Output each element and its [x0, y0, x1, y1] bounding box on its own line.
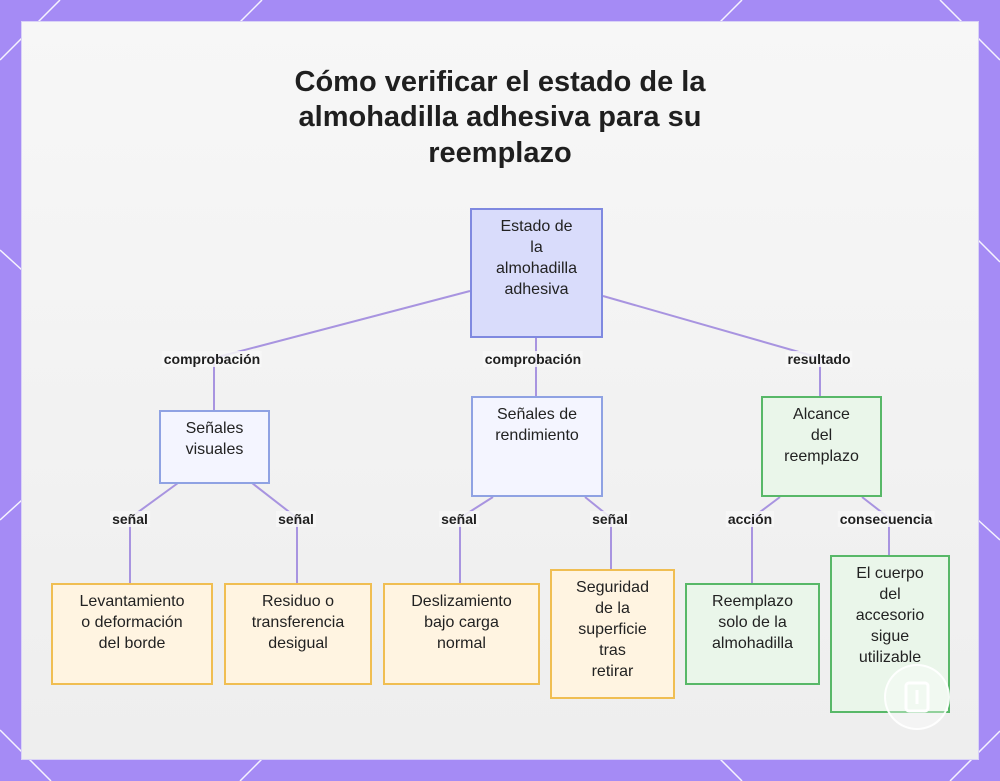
node-line: Estado de: [500, 218, 573, 235]
node-line: adhesiva: [504, 281, 569, 298]
node-line: almohadilla: [712, 635, 793, 652]
node-line: Deslizamiento: [411, 593, 512, 610]
node-deslizamiento[interactable]: Deslizamiento bajo carga normal: [383, 583, 540, 685]
edge-visual-residuo: [251, 482, 298, 583]
node-line: visuales: [185, 441, 244, 458]
node-reemplazo-solo[interactable]: Reemplazo solo de la almohadilla: [685, 583, 820, 685]
edge-label-root-rendimiento: comprobación: [482, 351, 584, 367]
node-line: bajo carga: [424, 614, 499, 631]
node-line: Señales de: [496, 406, 578, 423]
edge-visual-levantamiento: [129, 482, 179, 583]
node-line: utilizable: [858, 649, 922, 666]
edge-alcance-reemplazo: [751, 496, 781, 583]
node-line: del: [810, 427, 833, 444]
node-line: retirar: [591, 663, 634, 680]
node-senales-visuales[interactable]: Señales visuales: [159, 410, 270, 484]
node-line: Residuo o: [261, 593, 335, 610]
node-line: Reemplazo: [712, 593, 793, 610]
watermark-logo-icon: [884, 664, 950, 730]
node-line: solo de la: [718, 614, 787, 631]
node-residuo[interactable]: Residuo o transferencia desigual: [224, 583, 372, 685]
edge-label-root-alcance: resultado: [785, 351, 853, 367]
edge-label-visual-levantamiento: señal: [110, 511, 150, 527]
diagram-title-line-1: Cómo verificar el estado de la: [294, 66, 706, 98]
node-line: Señales: [185, 420, 244, 437]
edge-label-rend-deslizamiento: señal: [439, 511, 479, 527]
edge-rend-seguridad: [584, 496, 612, 569]
node-senales-rendimiento[interactable]: Señales de rendimiento: [471, 396, 603, 497]
node-line: del borde: [98, 635, 166, 652]
node-line: Levantamiento: [79, 593, 185, 610]
edge-label-visual-residuo: señal: [276, 511, 316, 527]
node-line: o deformación: [81, 614, 183, 631]
node-line: almohadilla: [496, 260, 577, 277]
node-line: rendimiento: [495, 427, 579, 444]
node-line: superficie: [578, 621, 647, 638]
edge-label-root-visual: comprobación: [161, 351, 263, 367]
edge-label-rend-seguridad: señal: [590, 511, 630, 527]
node-seguridad[interactable]: Seguridad de la superficie tras retirar: [550, 569, 675, 699]
node-line: de la: [595, 600, 630, 617]
node-line: reemplazo: [784, 448, 859, 465]
node-line: normal: [437, 635, 486, 652]
node-line: tras: [599, 642, 626, 659]
diagram-title-line-2: almohadilla adhesiva para su: [298, 101, 702, 133]
edge-label-alcance-reemplazo: acción: [725, 511, 775, 527]
edge-root-alcance: [602, 295, 821, 396]
node-estado-almohadilla[interactable]: Estado de la almohadilla adhesiva: [470, 208, 603, 338]
node-line: El cuerpo: [856, 565, 924, 582]
edge-label-alcance-cuerpo: consecuencia: [837, 511, 935, 527]
node-line: la: [530, 239, 543, 256]
node-line: Seguridad: [576, 579, 649, 596]
node-levantamiento[interactable]: Levantamiento o deformación del borde: [51, 583, 213, 685]
node-line: accesorio: [855, 607, 925, 624]
diagram-title-line-3: reemplazo: [428, 137, 572, 169]
node-line: transferencia: [251, 614, 345, 631]
edge-rend-deslizamiento: [459, 496, 494, 583]
node-line: sigue: [870, 628, 910, 645]
node-line: desigual: [268, 635, 328, 652]
node-alcance-reemplazo[interactable]: Alcance del reemplazo: [761, 396, 882, 497]
node-line: del: [879, 586, 901, 603]
node-line: Alcance: [793, 406, 850, 423]
